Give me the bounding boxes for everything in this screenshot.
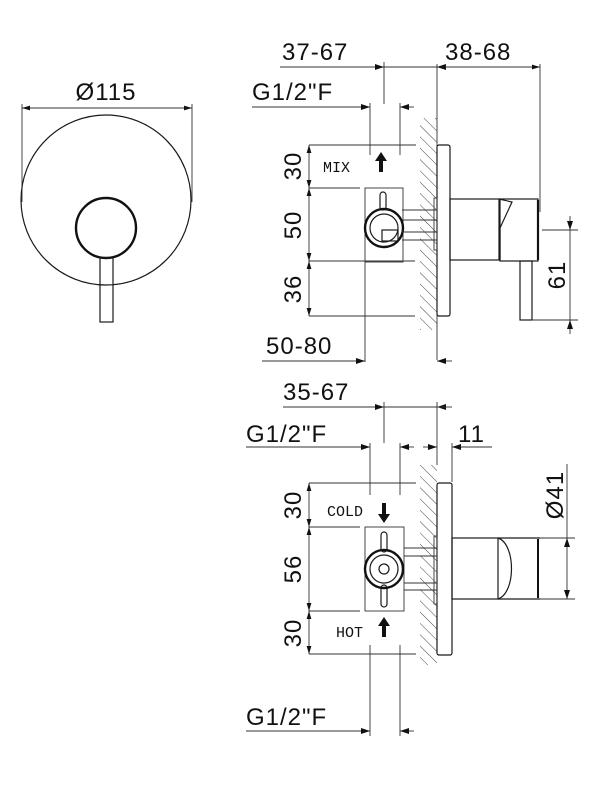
connection-label: G1/2"F xyxy=(252,79,333,106)
dim-38-68: 38-68 xyxy=(445,39,511,66)
arrowhead xyxy=(452,444,461,450)
knob-dome xyxy=(497,537,513,600)
dim-50-80: 50-80 xyxy=(266,333,332,360)
cover-plate-circle xyxy=(20,114,192,286)
lever-hub-circle xyxy=(74,196,138,260)
lever-joint xyxy=(498,198,513,260)
arrowhead xyxy=(564,590,570,599)
wall-hatch xyxy=(420,465,437,665)
connection-label-top: G1/2"F xyxy=(246,421,327,448)
front-view: Ø115 xyxy=(20,79,193,323)
cold-label: COLD xyxy=(327,504,363,521)
connection-label-bottom: G1/2"F xyxy=(246,704,327,731)
hot-label: HOT xyxy=(336,625,363,642)
wall-hatch xyxy=(420,118,437,330)
dim-11: 11 xyxy=(458,421,485,448)
arrowhead xyxy=(375,64,384,70)
valve-port xyxy=(381,229,399,242)
arrow-up-icon xyxy=(375,152,387,172)
valve-stem xyxy=(379,191,387,211)
plate-flange xyxy=(433,197,438,251)
valve-ring-inner xyxy=(369,213,399,243)
arrowhead xyxy=(400,728,409,734)
valve-ring xyxy=(363,548,405,590)
vertical-dim-36: 36 xyxy=(280,275,307,304)
diverter-side-view: 35-67 G1/2"F 11 30 56 30 CO xyxy=(246,379,575,736)
arrow-up-icon xyxy=(378,617,390,637)
valve-ring xyxy=(363,207,405,249)
arrowhead xyxy=(356,358,365,364)
arrowhead xyxy=(361,728,370,734)
front-diameter-label: Ø115 xyxy=(76,79,137,106)
lever-height-dim: 61 xyxy=(544,261,571,290)
arrowhead xyxy=(567,221,573,230)
lever-handle xyxy=(99,257,114,323)
arrow-down-icon xyxy=(378,503,390,523)
valve-ring-inner xyxy=(369,554,399,584)
knob-diameter-dim: Ø41 xyxy=(542,471,569,519)
valve-stem-top xyxy=(380,531,388,553)
arrowhead xyxy=(437,358,446,364)
arrowhead xyxy=(567,320,573,329)
valve-center xyxy=(378,563,390,575)
vertical-dim-50: 50 xyxy=(280,211,307,240)
dim-37-67: 37-67 xyxy=(282,39,348,66)
mixer-side-view: 37-67 38-68 G1/2"F 30 50 36 MIX xyxy=(252,39,578,364)
dim-35-67: 35-67 xyxy=(283,379,349,406)
cover-plate xyxy=(436,144,451,317)
arrowhead xyxy=(400,104,409,110)
vertical-dim-30-top: 30 xyxy=(280,491,307,520)
arrowhead xyxy=(564,538,570,547)
arrowhead xyxy=(428,444,437,450)
cover-plate xyxy=(436,482,453,656)
arrowhead xyxy=(361,104,370,110)
lever-handle-side xyxy=(519,260,533,321)
knob-base xyxy=(451,537,499,600)
arrowhead xyxy=(400,444,409,450)
arrowhead xyxy=(361,444,370,450)
vertical-dim-56: 56 xyxy=(280,555,307,584)
lever-head xyxy=(499,198,539,262)
plate-flange xyxy=(433,535,438,605)
valve-stem-bottom xyxy=(380,584,388,608)
lever-base xyxy=(449,198,500,261)
vertical-dim-30-bottom: 30 xyxy=(280,619,307,648)
arrowhead xyxy=(375,404,384,410)
mix-label: MIX xyxy=(323,160,350,177)
vertical-dim-30: 30 xyxy=(280,152,307,181)
